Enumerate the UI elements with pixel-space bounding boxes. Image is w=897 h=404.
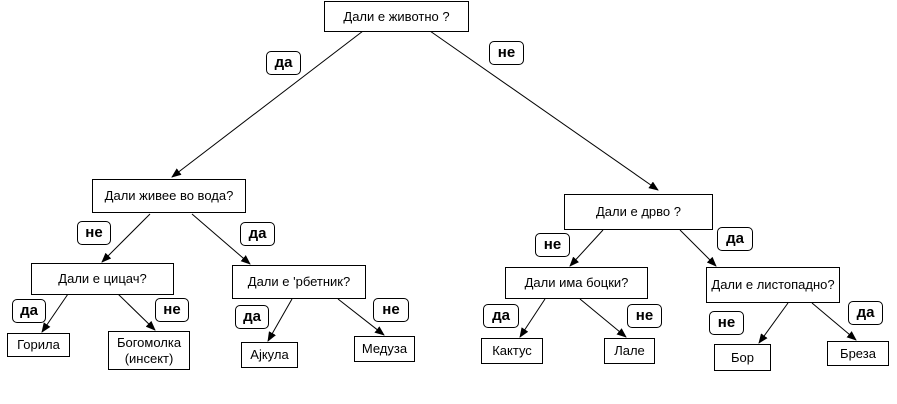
leaf-birch: Бреза	[827, 341, 889, 366]
leaf-tulip: Лале	[604, 338, 655, 364]
edge-label-mammal-yes: да	[12, 299, 46, 323]
edge-label-water-no: не	[77, 221, 111, 245]
edge-tree-no	[569, 229, 604, 267]
edge-label-tree-no: не	[535, 233, 570, 257]
leaf-mantis-name: Богомолка	[116, 334, 182, 350]
edge-label-thorns-yes: да	[483, 304, 519, 328]
edge-vertebrate-no	[337, 298, 385, 336]
node-is-animal: Дали е животно ?	[324, 1, 469, 32]
edge-water-yes	[191, 213, 251, 265]
leaf-pine: Бор	[714, 344, 771, 371]
node-is-vertebrate: Дали е 'рбетник?	[232, 265, 366, 299]
edge-deciduous-no	[758, 302, 789, 344]
node-is-deciduous: Дали е листопадно?	[706, 267, 840, 303]
edge-thorns-no	[579, 298, 627, 338]
leaf-jellyfish: Медуза	[354, 336, 415, 362]
edge-deciduous-yes	[811, 302, 857, 341]
edge-mammal-no	[117, 293, 156, 331]
node-lives-in-water: Дали живее во вода?	[92, 179, 246, 213]
edge-label-deciduous-no: не	[709, 311, 744, 335]
leaf-mantis-note: (инсект)	[124, 350, 174, 366]
edge-water-no	[101, 213, 151, 263]
edge-mammal-yes	[41, 293, 69, 333]
edge-label-vertebrate-yes: да	[235, 305, 269, 329]
edge-label-thorns-no: не	[627, 304, 662, 328]
edge-label-tree-yes: да	[717, 227, 753, 251]
edge-label-vertebrate-no: не	[373, 298, 409, 322]
node-is-tree: Дали е дрво ?	[564, 194, 713, 230]
node-has-thorns: Дали има боцки?	[505, 267, 648, 299]
edge-root-no	[429, 30, 659, 191]
edge-label-mammal-no: не	[155, 298, 189, 322]
edge-label-water-yes: да	[240, 222, 275, 246]
leaf-gorilla: Горила	[7, 333, 70, 357]
edge-label-root-yes: да	[266, 51, 301, 75]
edge-vertebrate-yes	[267, 298, 293, 342]
edge-tree-yes	[679, 229, 717, 267]
leaf-mantis: Богомолка (инсект)	[108, 331, 190, 370]
edge-thorns-yes	[519, 298, 546, 338]
edge-label-root-no: не	[489, 41, 524, 65]
leaf-cactus: Кактус	[481, 338, 543, 364]
leaf-shark: Ајкула	[241, 342, 298, 368]
node-is-mammal: Дали е цицач?	[31, 263, 174, 295]
edge-label-deciduous-yes: да	[848, 301, 883, 325]
edge-root-yes	[171, 30, 364, 178]
